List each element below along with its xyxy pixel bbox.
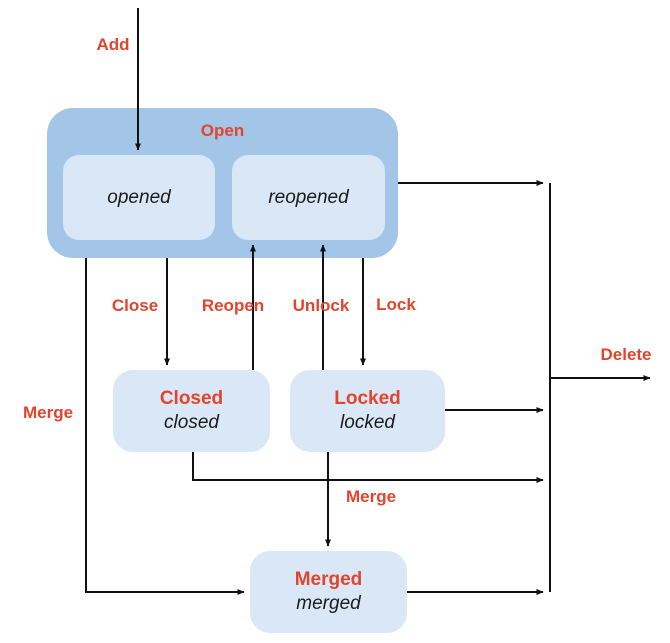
close-transition-label: Close: [111, 296, 159, 315]
locked-state-title: Locked: [334, 388, 401, 409]
delete-transition-label: Delete: [600, 345, 652, 364]
merge-from-open-transition-label: Merge: [22, 403, 74, 422]
reopened-substate-label: reopened: [268, 186, 349, 208]
locked-state-value: locked: [340, 412, 395, 433]
reopen-transition-label: Reopen: [201, 296, 265, 315]
reopened-substate-box: reopened: [232, 155, 385, 240]
closed-state-value: closed: [164, 412, 219, 433]
lock-transition-label: Lock: [376, 295, 416, 314]
locked-state-box: Locked locked: [290, 370, 445, 452]
unlock-transition-label: Unlock: [292, 296, 350, 315]
merged-state-title: Merged: [294, 569, 363, 590]
closed-state-box: Closed closed: [113, 370, 270, 452]
add-transition-label: Add: [96, 35, 130, 54]
merged-state-value: merged: [296, 593, 361, 614]
open-state-label: Open: [200, 121, 245, 140]
closed-state-title: Closed: [159, 388, 224, 409]
merged-state-box: Merged merged: [250, 551, 407, 633]
merge-from-locked-transition-label: Merge: [345, 487, 397, 506]
closed-to-delete-bus-arrow: [192, 452, 544, 483]
opened-substate-label: opened: [107, 186, 171, 208]
opened-substate-box: opened: [63, 155, 215, 240]
